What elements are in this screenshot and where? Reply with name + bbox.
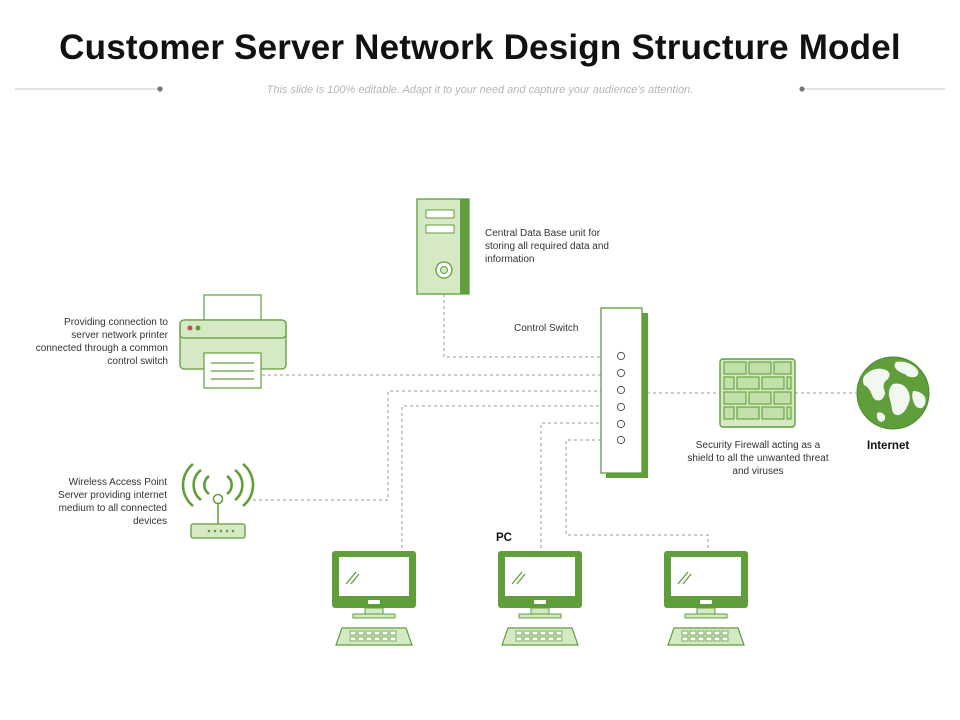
firewall-icon	[719, 358, 796, 428]
connector-pc1-switch	[401, 405, 601, 548]
printer-label: Providing connection to server network p…	[35, 317, 168, 367]
pc-label: PC	[496, 532, 512, 544]
desktop-computer-icon	[664, 551, 748, 646]
page-title: Customer Server Network Design Structure…	[59, 28, 901, 67]
page-subtitle: This slide is 100% editable. Adapt it to…	[266, 84, 694, 96]
internet-label: Internet	[867, 440, 910, 452]
printer-icon	[179, 294, 287, 389]
connector-pc2-switch	[540, 422, 601, 548]
globe-icon	[856, 356, 930, 430]
desktop-computer-icon	[332, 551, 416, 646]
database-label: Central Data Base unit for storing all r…	[485, 228, 609, 265]
server-tower-icon	[416, 198, 470, 295]
firewall-label: Security Firewall acting as a shield to …	[687, 440, 829, 477]
connector-lines	[247, 294, 856, 548]
wireless-router-icon	[181, 462, 255, 539]
desktop-computer-icon	[498, 551, 582, 646]
connector-database-switch	[443, 294, 601, 358]
connector-pc3-switch	[565, 439, 709, 548]
switch-label: Control Switch	[514, 323, 579, 334]
wireless-label: Wireless Access Point Server providing i…	[58, 477, 167, 527]
connector-wireless-switch	[247, 390, 601, 501]
network-switch-icon	[600, 307, 648, 478]
